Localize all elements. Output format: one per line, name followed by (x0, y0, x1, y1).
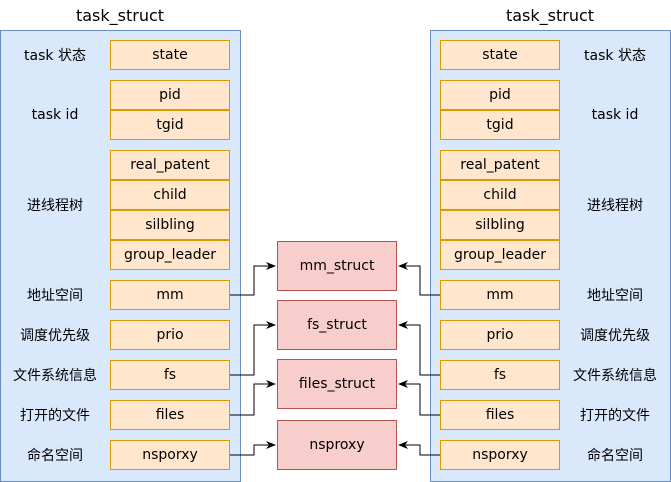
right-field-prio: prio (440, 320, 560, 350)
left-title: task_struct (75, 6, 165, 25)
left-label-fs-info: 文件系统信息 (13, 368, 97, 384)
right-label-process-tree: 进线程树 (587, 198, 643, 214)
right-field-state: state (440, 40, 560, 70)
arrow-right-ns (398, 441, 440, 456)
left-field-tgid: tgid (110, 110, 230, 140)
right-field-tgid: tgid (440, 110, 560, 140)
right-field-pid: pid (440, 80, 560, 110)
arrow-right-fs (398, 321, 440, 376)
arrow-left-ns (230, 441, 276, 456)
right-field-silbling: silbling (440, 210, 560, 240)
right-label-priority: 调度优先级 (580, 328, 650, 344)
right-field-fs: fs (440, 360, 560, 390)
arrow-left-mm (230, 262, 276, 296)
right-label-namespace: 命名空间 (587, 448, 643, 464)
right-label-fs-info: 文件系统信息 (573, 368, 657, 384)
left-field-state: state (110, 40, 230, 70)
left-field-fs: fs (110, 360, 230, 390)
right-field-real-patent: real_patent (440, 150, 560, 180)
arrow-right-mm (398, 262, 440, 296)
right-label-task-state: task 状态 (584, 48, 646, 64)
nsproxy-box: nsproxy (277, 420, 397, 470)
left-label-open-files: 打开的文件 (20, 408, 90, 424)
left-field-mm: mm (110, 280, 230, 310)
arrow-left-files (230, 380, 276, 416)
left-field-child: child (110, 180, 230, 210)
right-label-task-id: task id (591, 107, 639, 123)
left-field-silbling: silbling (110, 210, 230, 240)
right-field-mm: mm (440, 280, 560, 310)
left-label-task-id: task id (31, 107, 79, 123)
right-field-child: child (440, 180, 560, 210)
left-field-prio: prio (110, 320, 230, 350)
arrow-right-files (398, 380, 440, 416)
fs-struct-box: fs_struct (277, 300, 397, 350)
left-field-nsporxy: nsporxy (110, 440, 230, 470)
left-label-address-space: 地址空间 (27, 288, 83, 304)
mm-struct-box: mm_struct (277, 241, 397, 291)
left-label-process-tree: 进线程树 (27, 198, 83, 214)
left-label-priority: 调度优先级 (20, 328, 90, 344)
left-field-real-patent: real_patent (110, 150, 230, 180)
arrow-left-fs (230, 321, 276, 376)
right-field-files: files (440, 400, 560, 430)
right-field-nsporxy: nsporxy (440, 440, 560, 470)
right-label-address-space: 地址空间 (587, 288, 643, 304)
right-field-group-leader: group_leader (440, 240, 560, 270)
right-title: task_struct (505, 6, 595, 25)
left-field-group-leader: group_leader (110, 240, 230, 270)
left-label-namespace: 命名空间 (27, 448, 83, 464)
left-field-pid: pid (110, 80, 230, 110)
left-label-task-state: task 状态 (24, 48, 86, 64)
files-struct-box: files_struct (277, 359, 397, 409)
left-field-files: files (110, 400, 230, 430)
right-label-open-files: 打开的文件 (580, 408, 650, 424)
